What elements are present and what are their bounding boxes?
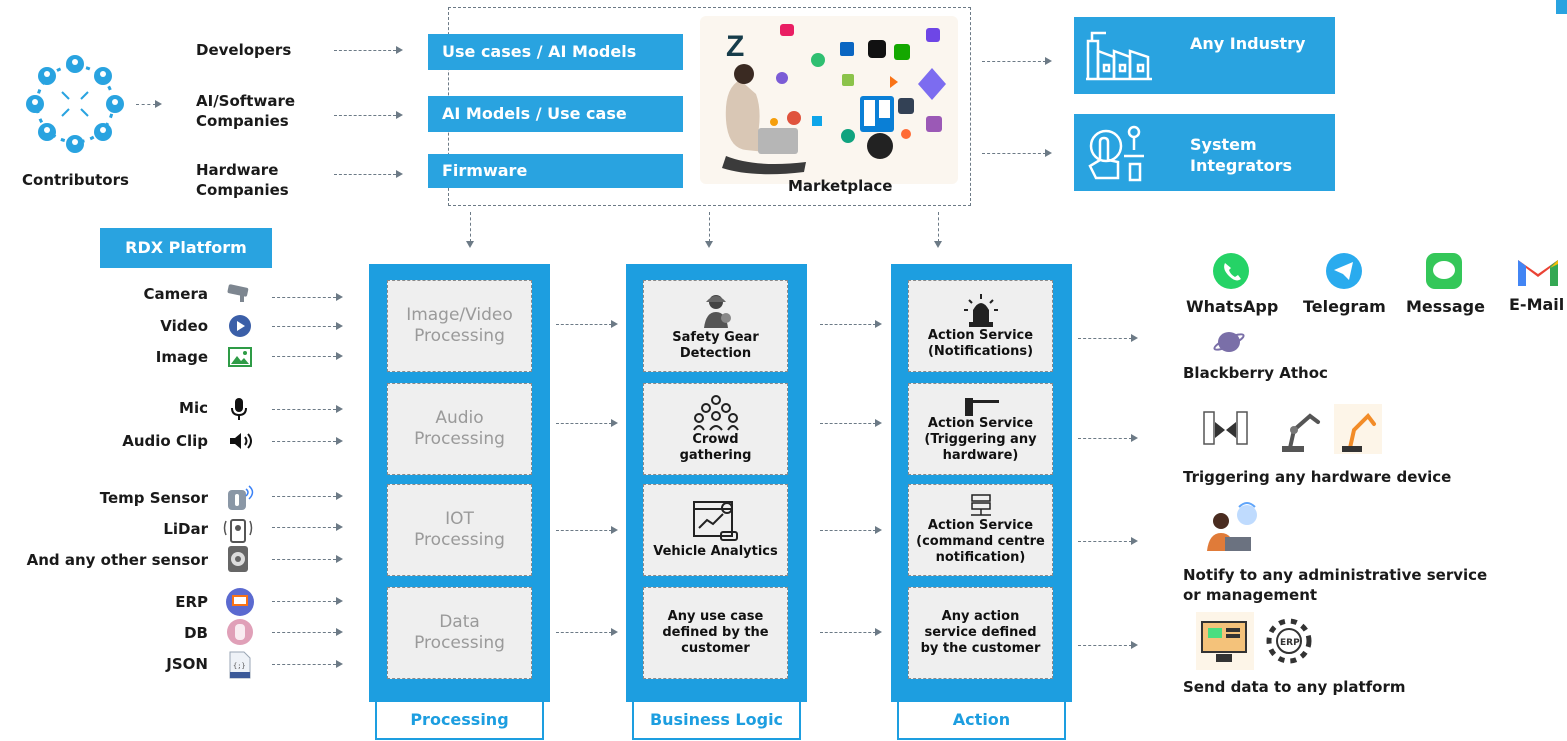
contributor-developers: Developers — [196, 41, 292, 59]
source-video: Video — [160, 317, 208, 335]
rdx-platform-label: RDX Platform — [100, 228, 272, 268]
source-other-sensor: And any other sensor — [26, 551, 208, 569]
input-use-cases-ai-models: Use cases / AI Models — [428, 34, 683, 70]
cell-action-command-centre: Action Service (command centre notificat… — [908, 484, 1053, 576]
server-network-icon — [970, 494, 991, 516]
input-ai-models-use-case: AI Models / Use case — [428, 96, 683, 132]
marketplace-illustration: Z — [700, 16, 958, 184]
output-email: E-Mail — [1509, 295, 1565, 314]
svg-text:Z: Z — [726, 30, 744, 63]
database-icon — [227, 619, 253, 645]
contributor-ai-software: AI/Software Companies — [196, 92, 296, 130]
cell-crowd-gathering: Crowd gathering — [643, 383, 788, 475]
speaker-icon — [230, 433, 252, 449]
output-blackberry-athoc: Blackberry Athoc — [1183, 364, 1328, 382]
cell-iot-processing: IOT Processing — [387, 484, 532, 576]
processing-footer: Processing — [375, 700, 544, 740]
svg-text:ERP: ERP — [1280, 638, 1300, 648]
sensor-device-icon — [228, 546, 248, 572]
cctv-camera-icon — [227, 284, 249, 302]
send-data-computer-icon — [1196, 612, 1254, 670]
source-image: Image — [155, 348, 208, 366]
robot-arm-orange-icon — [1334, 404, 1382, 454]
app-logos-icon: Z — [722, 24, 946, 175]
output-whatsapp: WhatsApp — [1186, 297, 1279, 316]
source-audio-clip: Audio Clip — [122, 432, 208, 450]
system-integrators-label: System Integrators — [1190, 135, 1293, 175]
output-send-data: Send data to any platform — [1183, 678, 1406, 696]
source-mic: Mic — [179, 399, 208, 417]
cell-safety-gear-detection: Safety Gear Detection — [643, 280, 788, 372]
cell-vehicle-analytics: Vehicle Analytics — [643, 484, 788, 576]
target-system-integrators: System Integrators — [1074, 114, 1335, 191]
gmail-icon — [1518, 260, 1558, 286]
blackberry-athoc-icon — [1213, 332, 1245, 352]
cell-action-notifications: Action Service (Notifications) — [908, 280, 1053, 372]
cell-action-triggering-hardware: Action Service (Triggering any hardware) — [908, 383, 1053, 475]
alarm-light-icon — [963, 294, 998, 327]
erp-gear-icon: ERP — [1266, 618, 1312, 664]
output-message: Message — [1406, 297, 1485, 316]
business-logic-footer: Business Logic — [632, 700, 801, 740]
admin-notify-icon — [1207, 502, 1257, 551]
source-lidar: LiDar — [163, 520, 208, 538]
temp-sensor-icon — [228, 485, 254, 510]
json-file-icon: {;} — [229, 651, 251, 679]
cell-image-video-processing: Image/Video Processing — [387, 280, 532, 372]
safety-worker-icon — [703, 295, 731, 328]
cell-data-processing: Data Processing — [387, 587, 532, 679]
whatsapp-icon — [1213, 253, 1249, 289]
corner-tab — [1556, 0, 1567, 14]
any-industry-label: Any Industry — [1190, 34, 1306, 53]
action-footer: Action — [897, 700, 1066, 740]
contributor-hardware: Hardware Companies — [196, 161, 289, 199]
source-camera: Camera — [143, 285, 208, 303]
robot-arm-icon — [1282, 413, 1320, 452]
output-triggering-hardware: Triggering any hardware device — [1183, 468, 1452, 486]
source-temp-sensor: Temp Sensor — [99, 489, 208, 507]
image-icon — [228, 347, 252, 367]
integration-hand-icon — [1088, 125, 1144, 182]
contributors-network-icon — [26, 55, 124, 153]
cell-any-action-service: Any action service defined by the custom… — [908, 587, 1053, 679]
cell-audio-processing: Audio Processing — [387, 383, 532, 475]
video-play-icon — [229, 315, 251, 337]
erp-icon — [226, 588, 254, 616]
turnstile-gate-icon — [1203, 411, 1248, 445]
microphone-icon — [231, 398, 247, 420]
vehicle-analytics-icon — [692, 501, 738, 541]
factory-icon — [1086, 31, 1152, 81]
barrier-gate-icon — [964, 398, 999, 416]
crowd-icon — [692, 395, 739, 431]
message-icon — [1426, 253, 1462, 289]
svg-text:{;}: {;} — [233, 662, 246, 670]
source-json: JSON — [166, 655, 208, 673]
contributors-label: Contributors — [22, 171, 129, 189]
target-any-industry: Any Industry — [1074, 17, 1335, 94]
input-firmware: Firmware — [428, 154, 683, 188]
source-erp: ERP — [175, 593, 208, 611]
output-admin-notify: Notify to any administrative service or … — [1183, 566, 1488, 604]
telegram-icon — [1326, 253, 1362, 289]
output-telegram: Telegram — [1303, 297, 1386, 316]
lidar-icon — [223, 519, 253, 543]
cell-any-use-case: Any use case defined by the customer — [643, 587, 788, 679]
marketplace-label: Marketplace — [788, 177, 893, 195]
source-db: DB — [184, 624, 208, 642]
